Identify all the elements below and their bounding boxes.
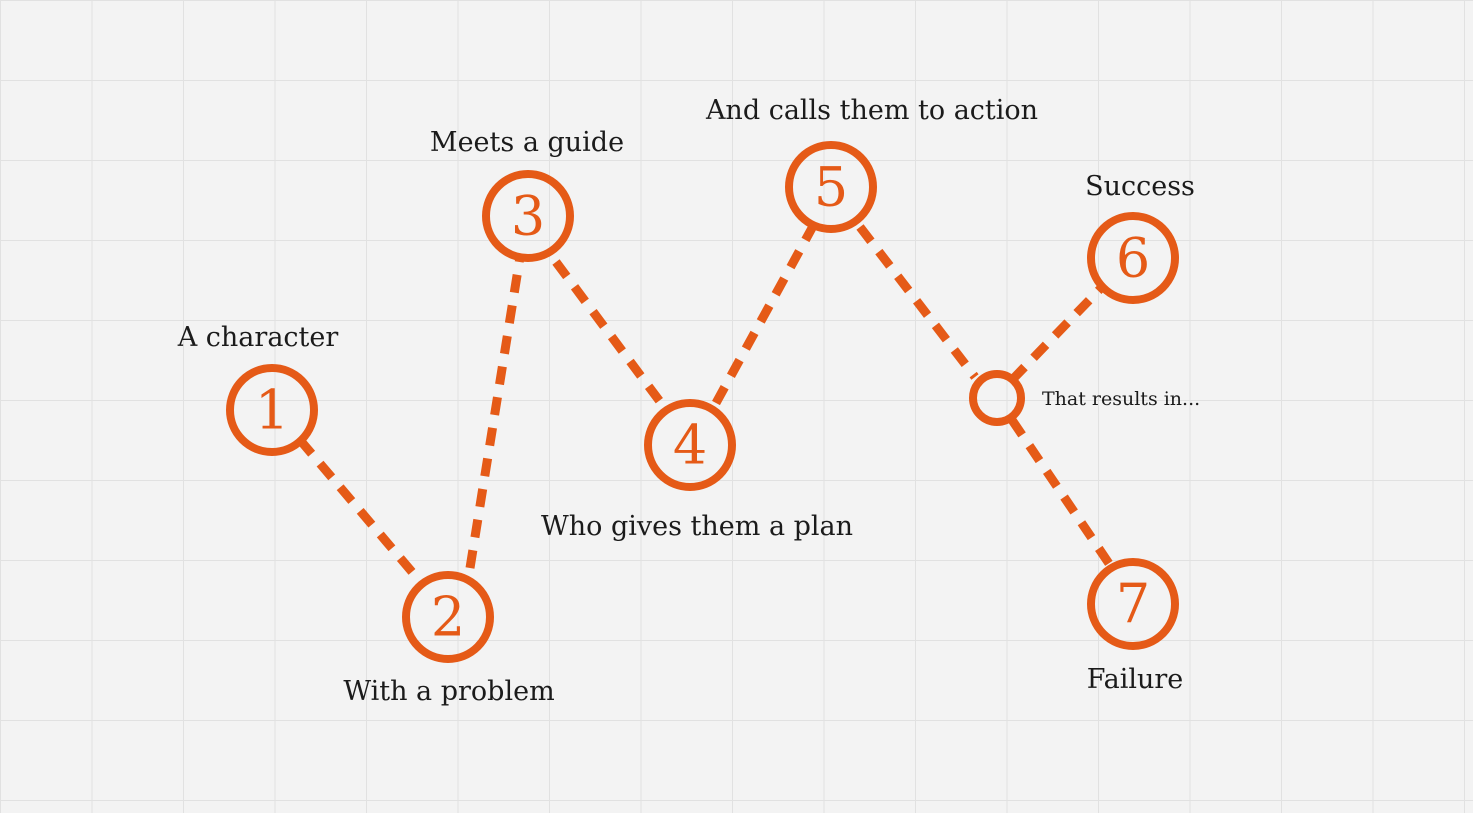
connector-3-4 <box>552 259 668 410</box>
step-label-4: Who gives them a plan <box>540 511 854 542</box>
step-label-7: Failure <box>1086 664 1184 695</box>
step-label-2: With a problem <box>343 676 555 707</box>
step-node-7: 7 <box>1087 558 1179 650</box>
step-number-7: 7 <box>1116 573 1150 636</box>
step-label-1: A character <box>177 322 339 353</box>
step-label-5: And calls them to action <box>705 95 1039 126</box>
branch-node <box>969 370 1025 426</box>
connector-branch-7 <box>1008 417 1114 568</box>
step-number-2: 2 <box>431 586 465 649</box>
connector-lines <box>296 224 1114 589</box>
connector-4-5 <box>712 225 816 406</box>
step-number-1: 1 <box>255 379 289 442</box>
step-number-5: 5 <box>814 156 848 219</box>
step-number-6: 6 <box>1116 227 1150 290</box>
step-node-1: 1 <box>226 364 318 456</box>
step-node-3: 3 <box>482 170 574 262</box>
step-node-4: 4 <box>644 399 736 491</box>
step-number-3: 3 <box>511 185 545 248</box>
branch-label: That results in... <box>1042 388 1201 410</box>
connector-branch-6 <box>1008 284 1105 384</box>
connector-5-branch <box>856 224 979 380</box>
connector-2-3 <box>465 256 525 569</box>
step-node-6: 6 <box>1087 212 1179 304</box>
step-label-6: Success <box>1085 171 1195 202</box>
step-node-2: 2 <box>402 571 494 663</box>
connector-1-2 <box>296 437 428 589</box>
step-nodes: 1 2 3 4 5 6 7 <box>226 141 1179 663</box>
step-number-4: 4 <box>673 414 707 477</box>
step-node-5: 5 <box>785 141 877 233</box>
step-label-3: Meets a guide <box>429 127 625 158</box>
